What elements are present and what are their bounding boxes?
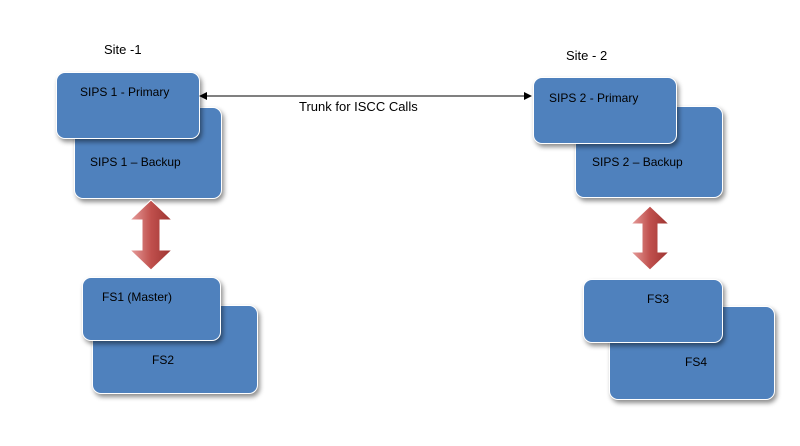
fs3-label: FS3	[647, 292, 670, 306]
sips-1-primary-box: SIPS 1 - Primary	[56, 72, 200, 139]
site-2-double-arrow	[629, 205, 671, 271]
site-2-label: Site - 2	[566, 48, 608, 63]
sips-2-primary-box: SIPS 2 - Primary	[533, 77, 677, 144]
sips-2-primary-label: SIPS 2 - Primary	[549, 91, 639, 105]
sips-1-primary-label: SIPS 1 - Primary	[80, 85, 170, 99]
fs4-label: FS4	[685, 355, 708, 369]
trunk-arrow	[199, 92, 532, 100]
sips-1-backup-label: SIPS 1 – Backup	[90, 155, 181, 169]
fs3-box: FS3	[583, 279, 723, 343]
fs1-master-box: FS1 (Master)	[82, 277, 221, 341]
fs2-label: FS2	[152, 353, 175, 367]
trunk-label: Trunk for ISCC Calls	[299, 99, 418, 114]
site-1-label: Site -1	[104, 42, 142, 57]
site-1-double-arrow	[128, 199, 174, 271]
fs1-master-label: FS1 (Master)	[102, 290, 173, 304]
sips-2-backup-label: SIPS 2 – Backup	[592, 155, 683, 169]
